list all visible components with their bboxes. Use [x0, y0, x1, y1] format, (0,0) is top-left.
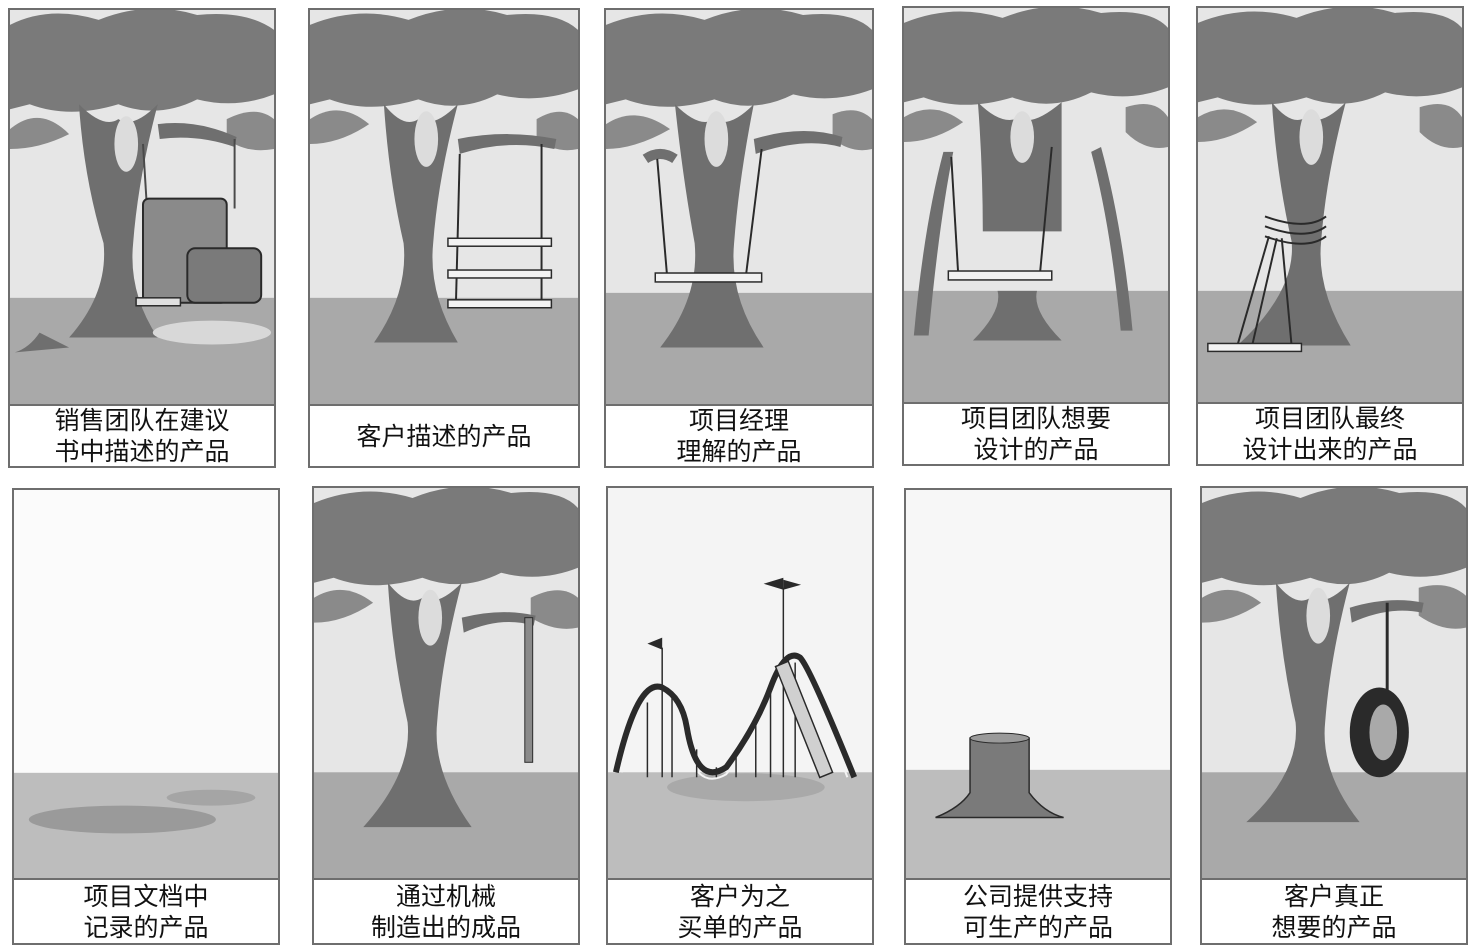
armchair-swing-icon — [135, 197, 263, 307]
caption: 客户真正 想要的产品 — [1202, 878, 1466, 943]
caption-line: 公司提供支持 — [962, 881, 1113, 911]
caption-line: 客户为之 — [689, 881, 790, 911]
tree-icon — [310, 10, 578, 407]
caption-line: 制造出的成品 — [370, 912, 521, 942]
panel-team-wanted: 项目团队想要 设计的产品 — [902, 6, 1170, 466]
caption-line: 项目团队想要 — [960, 404, 1111, 433]
caption-line: 设计的产品 — [973, 435, 1099, 464]
caption: 项目团队最终 设计出来的产品 — [1198, 402, 1462, 464]
caption: 销售团队在建议 书中描述的产品 — [10, 404, 274, 466]
panel-supported: 公司提供支持 可生产的产品 — [904, 488, 1172, 945]
panel-customer-needed: 客户真正 想要的产品 — [1200, 486, 1468, 945]
panel-documented: 项目文档中 记录的产品 — [12, 488, 280, 945]
swing-icon — [1207, 215, 1327, 353]
caption: 项目经理 理解的产品 — [606, 404, 872, 466]
panel-sales-proposal: 销售团队在建议 书中描述的产品 — [8, 8, 276, 468]
caption: 项目文档中 记录的产品 — [14, 878, 278, 943]
caption-line: 项目文档中 — [83, 881, 209, 911]
caption: 客户描述的产品 — [310, 404, 578, 466]
panel-manufactured: 通过机械 制造出的成品 — [312, 486, 580, 945]
caption: 通过机械 制造出的成品 — [314, 878, 578, 943]
roller-coaster-icon — [608, 488, 872, 882]
tree-icon — [314, 488, 578, 882]
rope-icon — [524, 617, 534, 763]
panel-team-designed: 项目团队最终 设计出来的产品 — [1196, 6, 1464, 466]
caption-line: 项目团队最终 — [1254, 404, 1405, 433]
shadow-icon — [14, 490, 278, 882]
flag-icon — [647, 577, 802, 650]
caption-line: 设计出来的产品 — [1242, 435, 1418, 464]
caption-line: 理解的产品 — [676, 437, 802, 466]
tree-icon — [904, 8, 1168, 405]
panel-pm-understood: 项目经理 理解的产品 — [604, 8, 874, 468]
swing-icon — [947, 146, 1053, 281]
tree-icon — [10, 10, 274, 407]
caption-line: 项目经理 — [688, 406, 789, 435]
caption-line: 想要的产品 — [1271, 912, 1397, 942]
caption-line: 通过机械 — [395, 881, 496, 911]
caption-line: 书中描述的产品 — [54, 437, 230, 466]
caption: 项目团队想要 设计的产品 — [904, 402, 1168, 464]
caption: 客户为之 买单的产品 — [608, 878, 872, 943]
panel-customer-described: 客户描述的产品 — [308, 8, 580, 468]
caption-line: 销售团队在建议 — [54, 406, 230, 435]
tire-swing-icon — [1349, 602, 1409, 778]
tree-stump-icon — [906, 490, 1170, 882]
caption: 公司提供支持 可生产的产品 — [906, 878, 1170, 943]
triple-swing-icon — [447, 143, 553, 309]
caption-line: 客户描述的产品 — [356, 421, 532, 451]
swing-icon — [654, 148, 763, 283]
caption-line: 可生产的产品 — [962, 912, 1113, 942]
tree-icon — [1198, 8, 1462, 405]
tree-icon — [1202, 488, 1466, 882]
tree-icon — [606, 10, 872, 407]
caption-line: 客户真正 — [1283, 881, 1384, 911]
panel-customer-billed: 客户为之 买单的产品 — [606, 486, 874, 945]
caption-line: 记录的产品 — [83, 912, 209, 942]
caption-line: 买单的产品 — [677, 912, 803, 942]
